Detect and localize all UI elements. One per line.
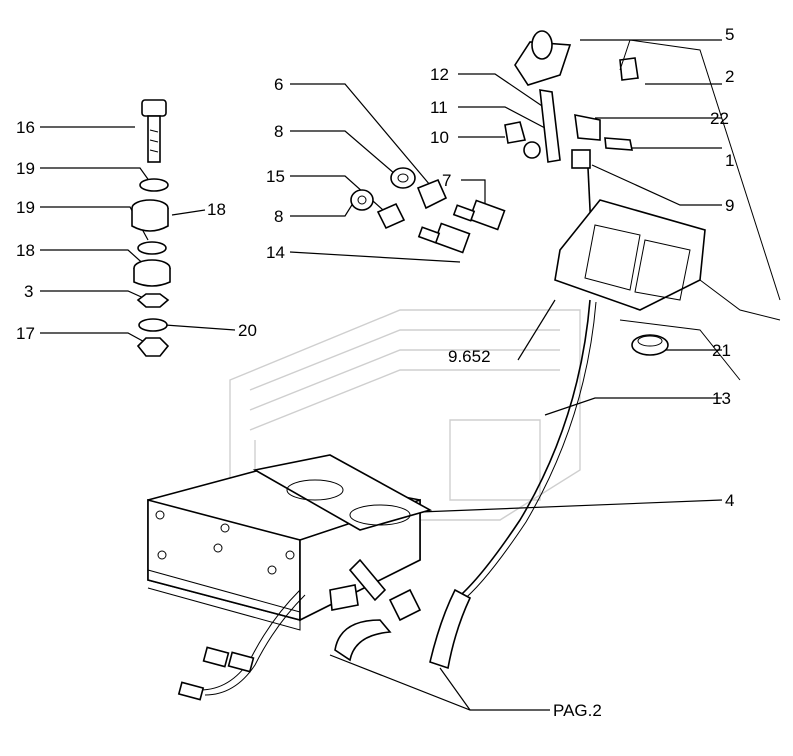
label-pag2: PAG.2 xyxy=(553,701,602,720)
label-8-upper: 8 xyxy=(274,122,283,141)
label-22: 22 xyxy=(710,109,729,128)
heater-unit-box xyxy=(147,454,433,631)
label-12: 12 xyxy=(430,65,449,84)
label-16: 16 xyxy=(16,118,35,137)
label-7: 7 xyxy=(442,171,451,190)
label-10: 10 xyxy=(430,128,449,147)
label-9: 9 xyxy=(725,196,734,215)
label-20: 20 xyxy=(238,321,257,340)
label-11: 11 xyxy=(430,98,448,117)
part-labels: 16 19 19 18 18 3 17 20 6 8 15 8 14 7 12 … xyxy=(16,25,734,720)
label-15: 15 xyxy=(266,167,285,186)
label-6: 6 xyxy=(274,75,283,94)
label-8-lower: 8 xyxy=(274,207,283,226)
label-18-upper: 18 xyxy=(207,200,226,219)
label-3: 3 xyxy=(24,282,33,301)
label-1: 1 xyxy=(725,151,734,170)
label-19-upper: 19 xyxy=(16,159,35,178)
label-13: 13 xyxy=(712,389,731,408)
label-18-lower: 18 xyxy=(16,241,35,260)
control-panel xyxy=(554,39,781,381)
mounting-hardware-stack xyxy=(131,99,171,357)
label-17: 17 xyxy=(16,324,35,343)
label-5: 5 xyxy=(725,25,734,44)
label-14: 14 xyxy=(266,243,285,262)
leader-lines xyxy=(40,39,723,711)
label-4: 4 xyxy=(725,491,734,510)
lever-assembly xyxy=(504,30,639,251)
label-9652: 9.652 xyxy=(448,347,491,366)
label-2: 2 xyxy=(725,67,734,86)
hoses-and-wiring xyxy=(177,558,472,701)
label-21: 21 xyxy=(712,341,731,360)
grommet-21 xyxy=(631,334,669,356)
label-19-lower: 19 xyxy=(16,198,35,217)
grommets-and-switches xyxy=(350,167,506,254)
cable-13 xyxy=(454,299,597,603)
